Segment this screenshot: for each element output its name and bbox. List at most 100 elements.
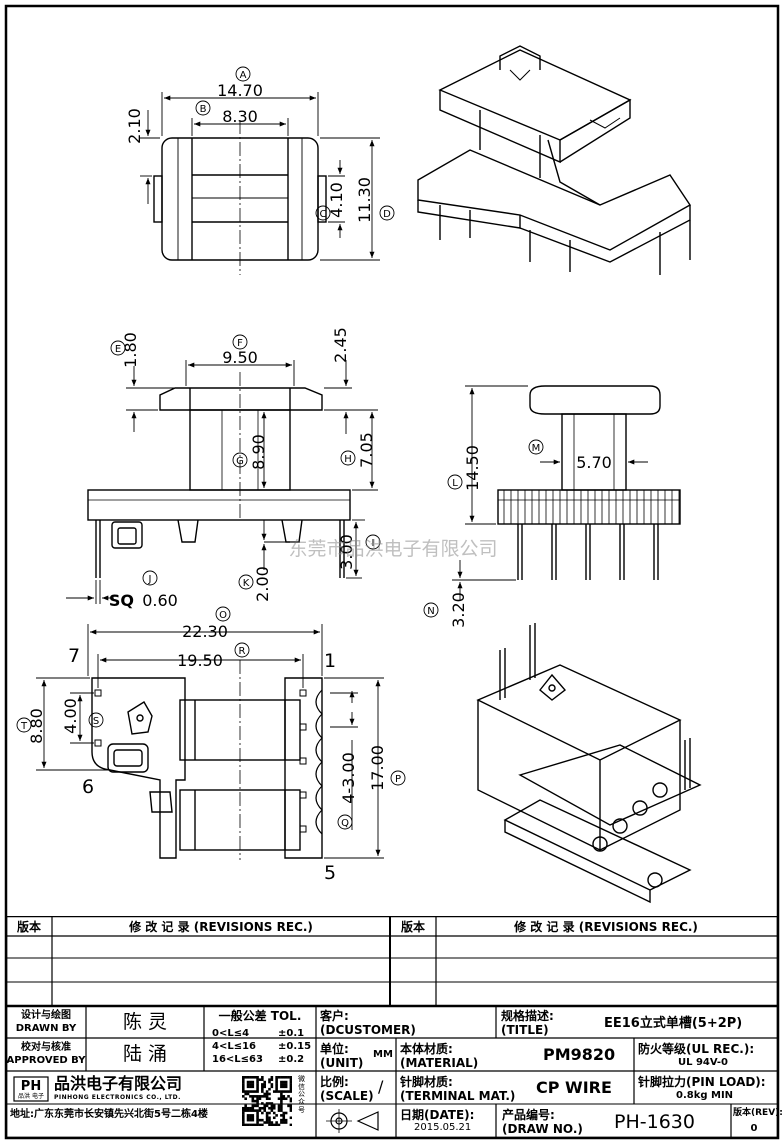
dim-C-value: 4.10 xyxy=(327,182,346,218)
dim-Q-letter: Q xyxy=(341,818,349,829)
company-name-cn: 品洪电子有限公司 xyxy=(54,1074,183,1093)
title-label-en: (TITLE) xyxy=(501,1023,549,1037)
tol-value-2: ±0.15 xyxy=(278,1041,312,1052)
qr-caption: 微信公众号 xyxy=(298,1075,305,1114)
isometric-top xyxy=(417,45,692,275)
title-value: EE16立式单槽(5+2P) xyxy=(604,1016,743,1031)
dim-E-letter: E xyxy=(115,344,121,355)
dim-J-letter: J xyxy=(148,574,152,585)
approver-name: 陆 涌 xyxy=(122,1043,168,1065)
dimension-labels: A 14.70 B 8.30 2.10 C 4.10 D 11.30 E 1.8… xyxy=(16,66,612,884)
dim-N-letter: N xyxy=(427,606,434,617)
isometric-bottom xyxy=(476,623,702,904)
rev-col-record-2: 修 改 记 录 (REVISIONS REC.) xyxy=(514,920,698,934)
qr-code-icon xyxy=(242,1076,292,1126)
dim-H-letter: H xyxy=(344,454,352,465)
tol-value-1: ±0.1 xyxy=(278,1028,305,1039)
dim-G-value: 8.90 xyxy=(249,434,268,470)
dim-B-value: 8.30 xyxy=(222,107,258,126)
dim-R-letter: R xyxy=(239,646,246,657)
company-address: 地址:广东东莞市长安镇先兴北街5号二栋4楼 xyxy=(10,1109,208,1120)
dim-D-value: 11.30 xyxy=(355,177,374,223)
dim-L-letter: L xyxy=(452,478,458,489)
company-logo-sub: 品洪 电子 xyxy=(18,1093,44,1100)
dim-R-value: 19.50 xyxy=(177,651,223,670)
pin-6-label: 6 xyxy=(82,776,94,798)
dim-H-value: 7.05 xyxy=(357,432,376,468)
ul-value: UL 94V-0 xyxy=(678,1057,729,1068)
customer-label-en: (DCUSTOMER) xyxy=(320,1023,416,1037)
pin-load-label: 针脚拉力(PIN LOAD): xyxy=(638,1075,766,1089)
top-view xyxy=(140,92,380,275)
dim-I-value: 3.00 xyxy=(337,534,356,570)
terminal-label-cn: 针脚材质: xyxy=(400,1075,453,1089)
dim-S-value: 4.00 xyxy=(61,698,80,734)
title-block: 版本 修 改 记 录 (REVISIONS REC.) 版本 修 改 记 录 (… xyxy=(6,916,783,1138)
approved-by-label-en: APPROVED BY xyxy=(6,1055,86,1066)
dim-P-value: 17.00 xyxy=(368,745,387,791)
date-value: 2015.05.21 xyxy=(414,1122,472,1133)
dim-K-letter: K xyxy=(243,578,250,589)
tolerance-title: 一般公差 TOL. xyxy=(218,1009,302,1023)
dim-F-letter: F xyxy=(237,338,243,349)
unit-label-cn: 单位: xyxy=(320,1042,349,1056)
rev-col-version-2: 版本 xyxy=(400,920,426,934)
dim-N-value: 3.20 xyxy=(449,592,468,628)
dim-T-value: 8.80 xyxy=(27,708,46,744)
rev-value: 0 xyxy=(750,1123,758,1134)
dim-D-letter: D xyxy=(383,209,391,220)
dim-S-letter: S xyxy=(93,716,99,727)
scale-label-en: (SCALE) xyxy=(320,1089,374,1103)
dim-C-letter: C xyxy=(320,209,327,220)
dim-O-value: 22.30 xyxy=(182,622,228,641)
dim-J-value: 0.60 xyxy=(142,591,178,610)
pin-1-label: 1 xyxy=(324,650,336,672)
rev-col-version-1: 版本 xyxy=(16,920,42,934)
dim-I-letter: I xyxy=(372,538,375,549)
dim-F-value: 9.50 xyxy=(222,348,258,367)
drawn-by-label-cn: 设计与绘图 xyxy=(21,1010,71,1021)
dim-A-value: 14.70 xyxy=(217,81,263,100)
designer-name: 陈 灵 xyxy=(122,1011,168,1033)
date-label: 日期(DATE): xyxy=(400,1108,475,1122)
dim-B-letter: B xyxy=(200,104,207,115)
approved-by-label-cn: 校对与核准 xyxy=(21,1042,71,1053)
tol-value-3: ±0.2 xyxy=(278,1054,305,1065)
front-view xyxy=(66,360,378,604)
dim-O-letter: O xyxy=(219,610,227,621)
tol-range-3: 16<L≤63 xyxy=(212,1054,263,1065)
drawn-by-label-en: DRAWN BY xyxy=(15,1023,77,1034)
rev-col-record-1: 修 改 记 录 (REVISIONS REC.) xyxy=(129,920,313,934)
dim-2p45-value: 2.45 xyxy=(331,327,350,363)
dim-Q-value: 4-3.00 xyxy=(339,752,358,804)
dim-E-value: 1.80 xyxy=(121,332,140,368)
dim-T-letter: T xyxy=(20,721,28,732)
draw-no-value: PH-1630 xyxy=(614,1111,695,1133)
pin-load-value: 0.8kg MIN xyxy=(676,1090,734,1101)
dim-M-value: 5.70 xyxy=(576,453,612,472)
title-block-grid xyxy=(6,916,778,1138)
terminal-value: CP WIRE xyxy=(536,1078,612,1097)
unit-label-en: (UNIT) xyxy=(320,1056,364,1070)
company-logo: PH xyxy=(20,1079,42,1094)
company-name-en: PINHONG ELECTRONICS CO., LTD. xyxy=(54,1094,181,1101)
dim-G-letter: G xyxy=(236,456,244,467)
material-label-en: (MATERIAL) xyxy=(400,1056,479,1070)
draw-no-label-en: (DRAW NO.) xyxy=(502,1122,583,1136)
material-value: PM9820 xyxy=(543,1045,616,1064)
dim-K-value: 2.00 xyxy=(253,566,272,602)
scale-value: / xyxy=(378,1077,384,1096)
dim-P-letter: P xyxy=(395,774,401,785)
pin-7-label: 7 xyxy=(68,645,80,667)
pin-5-label: 5 xyxy=(324,862,336,884)
side-view xyxy=(452,385,681,600)
unit-value: MM xyxy=(373,1049,393,1060)
dim-L-value: 14.50 xyxy=(463,445,482,491)
tol-range-1: 0<L≤4 xyxy=(212,1028,250,1039)
terminal-label-en: (TERMINAL MAT.) xyxy=(400,1089,516,1103)
rev-label: 版本(REV): xyxy=(733,1108,783,1118)
dim-M-letter: M xyxy=(532,443,541,454)
draw-no-label-cn: 产品编号: xyxy=(502,1108,555,1122)
material-label-cn: 本体材质: xyxy=(400,1042,453,1056)
